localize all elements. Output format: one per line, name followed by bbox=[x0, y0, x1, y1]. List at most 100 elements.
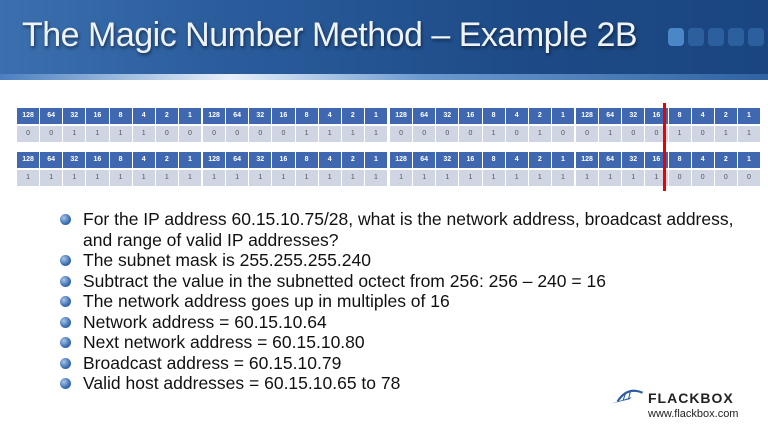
bit-value-cell: 0 bbox=[622, 126, 645, 142]
bit-value-cell: 1 bbox=[132, 126, 155, 142]
bit-value-cell: 1 bbox=[528, 170, 551, 186]
bit-value-cell: 1 bbox=[551, 170, 574, 186]
bit-header-cell: 2 bbox=[341, 152, 364, 168]
bit-value-cell: 0 bbox=[436, 126, 459, 142]
bit-value-cell: 0 bbox=[155, 126, 178, 142]
bit-header-cell: 2 bbox=[714, 108, 737, 124]
bullet-icon bbox=[60, 378, 71, 389]
bullet-item: The network address goes up in multiples… bbox=[60, 291, 740, 312]
bit-header-cell: 64 bbox=[599, 108, 622, 124]
bit-header-cell: 8 bbox=[109, 152, 132, 168]
bit-header-cell: 128 bbox=[203, 108, 226, 124]
bit-value-cell: 0 bbox=[551, 126, 574, 142]
bit-header-cell: 4 bbox=[318, 108, 341, 124]
decor-square bbox=[728, 28, 744, 46]
bit-value-cell: 0 bbox=[413, 126, 436, 142]
logo-url: www.flackbox.com bbox=[648, 408, 739, 420]
bullet-text: For the IP address 60.15.10.75/28, what … bbox=[83, 209, 734, 250]
bit-header-cell: 8 bbox=[109, 108, 132, 124]
bit-header-cell: 8 bbox=[668, 152, 691, 168]
bit-value-cell: 1 bbox=[318, 126, 341, 142]
bit-header-cell: 128 bbox=[576, 108, 599, 124]
slide-title: The Magic Number Method – Example 2B bbox=[22, 16, 638, 54]
bit-value-cell: 0 bbox=[737, 170, 760, 186]
bit-value-cell: 1 bbox=[668, 126, 691, 142]
bit-header-cell: 32 bbox=[436, 108, 459, 124]
bullet-text: Next network address = 60.15.10.80 bbox=[83, 332, 365, 352]
bullet-icon bbox=[60, 255, 71, 266]
decor-square bbox=[748, 28, 764, 46]
bit-value-cell: 1 bbox=[528, 126, 551, 142]
bit-value-cell: 1 bbox=[109, 170, 132, 186]
bit-header-cell: 16 bbox=[459, 152, 482, 168]
bit-header-cell: 8 bbox=[482, 152, 505, 168]
title-banner bbox=[0, 0, 768, 78]
bit-header-cell: 1 bbox=[364, 108, 387, 124]
decor-square bbox=[668, 28, 684, 46]
bit-value-cell: 0 bbox=[714, 170, 737, 186]
bit-value-cell: 1 bbox=[341, 170, 364, 186]
bit-value-cell: 1 bbox=[436, 170, 459, 186]
bit-value-cell: 0 bbox=[505, 126, 528, 142]
bit-value-cell: 0 bbox=[668, 170, 691, 186]
bit-value-cell: 0 bbox=[691, 126, 714, 142]
bit-header-cell: 128 bbox=[390, 152, 413, 168]
bit-value-cell: 0 bbox=[576, 126, 599, 142]
bit-value-cell: 1 bbox=[17, 170, 40, 186]
bit-header-cell: 16 bbox=[272, 152, 295, 168]
bit-header-cell: 32 bbox=[622, 152, 645, 168]
bit-header-cell: 8 bbox=[668, 108, 691, 124]
bullet-item: For the IP address 60.15.10.75/28, what … bbox=[60, 209, 740, 250]
bit-value-cell: 0 bbox=[249, 126, 272, 142]
bit-value-cell: 1 bbox=[178, 170, 201, 186]
bit-header-cell: 2 bbox=[528, 152, 551, 168]
bit-header-cell: 4 bbox=[691, 108, 714, 124]
bit-value-cell: 1 bbox=[599, 126, 622, 142]
flackbox-logo: FLACKBOX bbox=[610, 384, 745, 414]
bit-header-cell: 32 bbox=[249, 152, 272, 168]
bit-header-cell: 16 bbox=[645, 108, 668, 124]
bit-value-cell: 1 bbox=[86, 126, 109, 142]
bit-header-cell: 1 bbox=[551, 152, 574, 168]
bit-header-cell: 128 bbox=[576, 152, 599, 168]
bullet-text: Subtract the value in the subnetted octe… bbox=[83, 270, 606, 291]
bit-value-cell: 0 bbox=[40, 126, 63, 142]
bit-value-cell: 0 bbox=[645, 126, 668, 142]
bit-value-cell: 0 bbox=[226, 126, 249, 142]
bit-value-cell: 0 bbox=[459, 126, 482, 142]
bit-value-cell: 1 bbox=[482, 170, 505, 186]
bit-value-cell: 1 bbox=[155, 170, 178, 186]
bit-header-cell: 128 bbox=[17, 152, 40, 168]
bit-header-cell: 64 bbox=[413, 152, 436, 168]
bullet-item: Valid host addresses = 60.15.10.65 to 78 bbox=[60, 373, 740, 394]
bit-value-cell: 0 bbox=[272, 126, 295, 142]
bit-value-cell: 0 bbox=[17, 126, 40, 142]
bit-value-cell: 1 bbox=[576, 170, 599, 186]
decor-square bbox=[688, 28, 704, 46]
bit-header-cell: 64 bbox=[599, 152, 622, 168]
bit-header-cell: 1 bbox=[178, 152, 201, 168]
bit-header-cell: 4 bbox=[318, 152, 341, 168]
bit-header-cell: 8 bbox=[295, 108, 318, 124]
bullet-icon bbox=[60, 357, 71, 369]
bit-value-cell: 1 bbox=[63, 126, 86, 142]
bullet-item: Broadcast address = 60.15.10.79 bbox=[60, 353, 740, 374]
bit-value-cell: 1 bbox=[364, 126, 387, 142]
bit-value-cell: 1 bbox=[622, 170, 645, 186]
bit-header-cell: 128 bbox=[203, 152, 226, 168]
title-banner-accent bbox=[0, 74, 768, 80]
bit-value-cell: 0 bbox=[390, 126, 413, 142]
bit-header-cell: 64 bbox=[40, 108, 63, 124]
bullet-item: Next network address = 60.15.10.80 bbox=[60, 332, 740, 353]
bit-header-cell: 1 bbox=[551, 108, 574, 124]
bit-header-cell: 8 bbox=[295, 152, 318, 168]
bit-header-cell: 1 bbox=[364, 152, 387, 168]
bit-value-cell: 1 bbox=[645, 170, 668, 186]
bit-value-cell: 1 bbox=[249, 170, 272, 186]
bit-value-cell: 1 bbox=[40, 170, 63, 186]
bit-value-cell: 0 bbox=[691, 170, 714, 186]
